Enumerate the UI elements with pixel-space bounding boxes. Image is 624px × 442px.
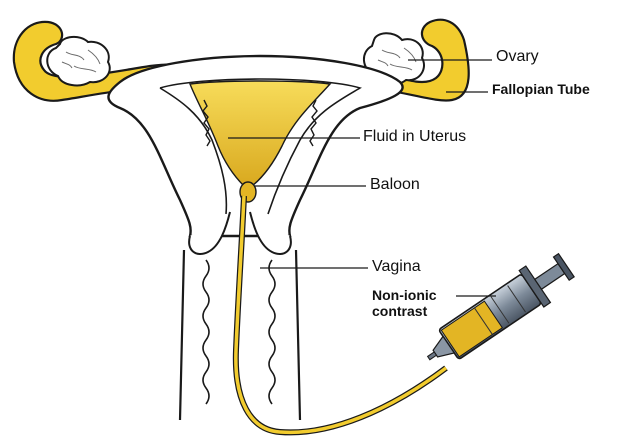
- label-baloon: Baloon: [370, 176, 420, 194]
- label-contrast-line2: contrast: [372, 303, 437, 319]
- label-ovary: Ovary: [496, 48, 539, 66]
- label-fluid-in-uterus: Fluid in Uterus: [363, 128, 466, 146]
- syringe: [416, 247, 578, 376]
- label-vagina: Vagina: [372, 258, 421, 276]
- label-contrast-line1: Non-ionic: [372, 287, 437, 303]
- label-fallopian-tube: Fallopian Tube: [492, 81, 590, 97]
- label-non-ionic-contrast: Non-ionic contrast: [372, 287, 437, 319]
